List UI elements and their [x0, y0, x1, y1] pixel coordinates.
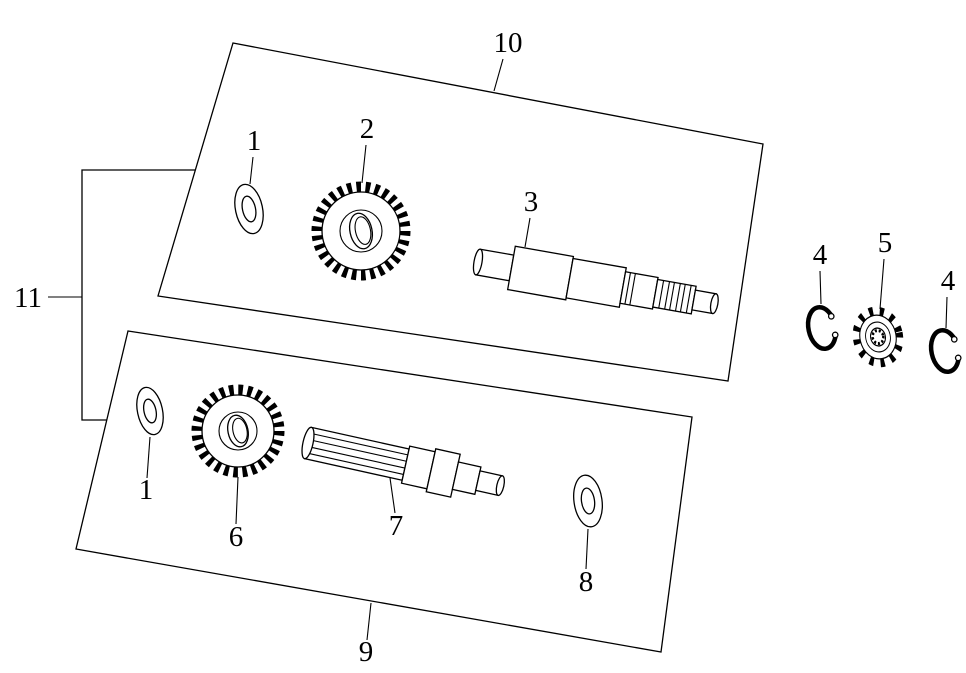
sprocket-teeth [852, 306, 904, 368]
gear-hub [339, 209, 383, 253]
gear-teeth [311, 181, 411, 281]
upper-panel-outline [157, 42, 764, 382]
callout-4-right: 4 [941, 265, 956, 297]
spline-line [312, 433, 408, 456]
leader-line-10 [493, 58, 504, 92]
callout-9: 9 [359, 636, 374, 668]
shaft-groove [629, 273, 636, 306]
gear-hub [218, 411, 258, 451]
spline-line [685, 285, 692, 314]
leader-line-3 [524, 217, 531, 248]
leader-line-8 [585, 528, 589, 570]
circlip-4-right [928, 328, 966, 374]
circlip-lug [827, 312, 835, 320]
callout-6: 6 [229, 521, 244, 553]
spline-line [664, 281, 671, 310]
spline-line [658, 280, 665, 309]
shaft-end-cap [472, 248, 484, 276]
washer-8 [573, 474, 603, 528]
spline-line [308, 452, 404, 475]
spline-line [310, 446, 405, 469]
washer-1-upper [234, 183, 264, 235]
circlip-4-left [805, 305, 843, 351]
circlip-lug [954, 354, 962, 362]
leader-line-2 [361, 144, 367, 184]
leader-line-5 [879, 258, 885, 310]
shaft-groove [624, 272, 632, 305]
circlip-gap [826, 315, 843, 336]
lower-panel-outline [75, 330, 693, 653]
leader-line-6 [235, 476, 239, 525]
washer-hole [580, 487, 596, 515]
callout-10: 10 [494, 27, 523, 59]
shaft-section [565, 257, 627, 308]
leader-line-4-left [819, 270, 822, 305]
callout-1-lower: 1 [139, 474, 154, 506]
callout-8: 8 [579, 566, 594, 598]
shaft-end-cap [709, 293, 719, 315]
spline-line [669, 282, 675, 311]
gear-teeth [191, 384, 285, 478]
gear-2 [311, 181, 411, 281]
leader-line-7 [389, 477, 396, 514]
leader-line-9 [366, 602, 372, 641]
callout-1-upper: 1 [247, 125, 262, 157]
shaft-section [619, 271, 659, 310]
callout-7: 7 [389, 510, 404, 542]
callout-11: 11 [14, 282, 42, 314]
leader-line-4-right [945, 296, 948, 329]
callout-5: 5 [878, 227, 893, 259]
callout-3: 3 [524, 186, 539, 218]
circlip-gap [949, 338, 966, 359]
sprocket-bore-splines [871, 329, 885, 345]
spline-line [311, 439, 407, 462]
sprocket-hub [865, 321, 891, 353]
shaft-7 [301, 426, 506, 498]
shaft-end-cap [495, 475, 506, 497]
spline-line [679, 284, 686, 313]
washer-hole [142, 398, 158, 424]
shaft-section [506, 245, 575, 301]
circlip-lug [831, 331, 839, 339]
leader-line-1-upper [249, 156, 254, 185]
assembly-bracket [81, 169, 195, 421]
gear-bore-inner [354, 216, 372, 245]
circlip-lug [950, 335, 958, 343]
shaft-end-cap [301, 426, 315, 460]
leader-line-1-lower [146, 436, 151, 479]
spline-line [674, 283, 681, 312]
gear-6 [191, 384, 285, 478]
washer-hole [241, 195, 257, 223]
gear-bore-inner [232, 417, 248, 444]
washer-1-lower [136, 386, 164, 436]
shaft-3 [472, 245, 719, 315]
sprocket-5 [852, 306, 904, 368]
callout-4-left: 4 [813, 239, 828, 271]
callout-2: 2 [360, 113, 375, 145]
